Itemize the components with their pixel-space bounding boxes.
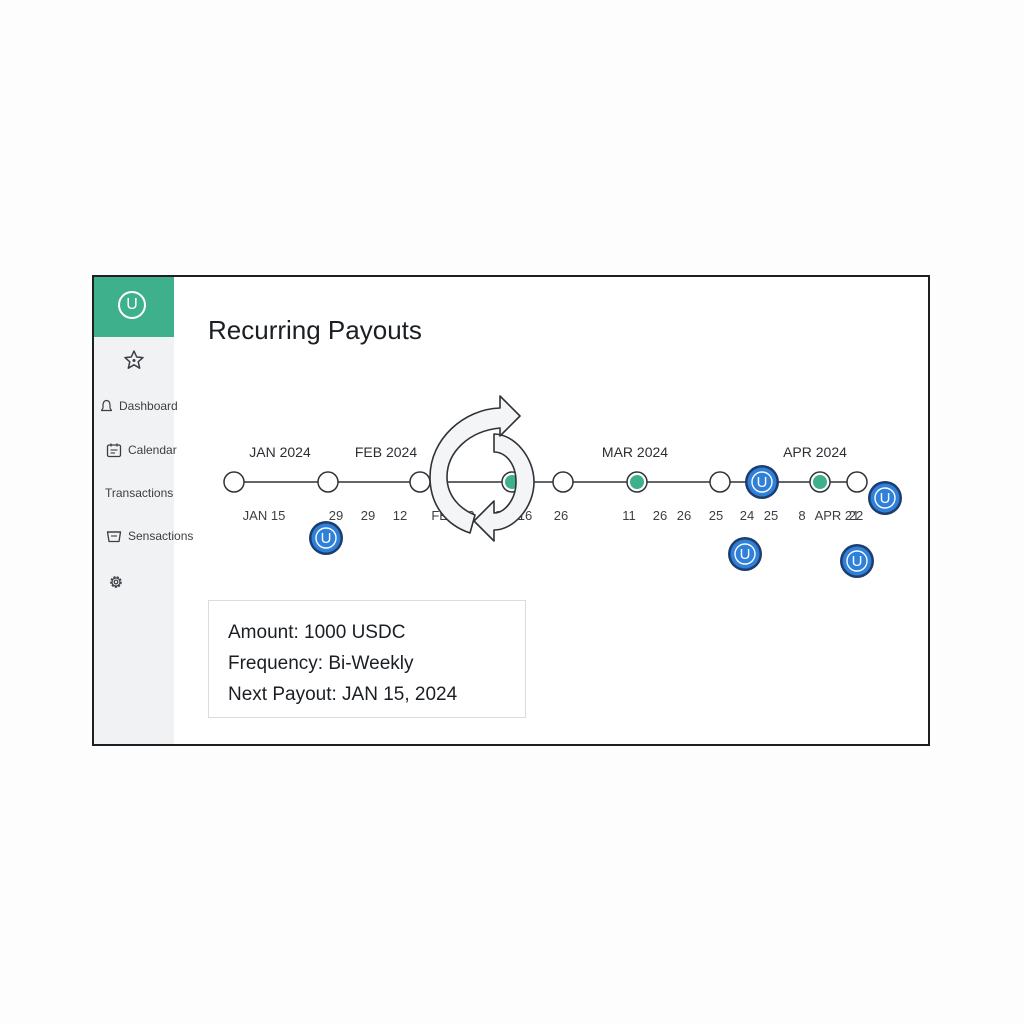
svg-text:U: U	[880, 490, 891, 507]
next-payout-text: Next Payout: JAN 15, 2024	[228, 684, 458, 705]
payout-timeline: JAN 2024 FEB 2024 MAR 2024 APR 2024 JAN 15 2…	[223, 395, 902, 578]
sidebar-item-dashboard[interactable]: Dashboard	[100, 399, 178, 413]
payout-node[interactable]	[846, 471, 868, 493]
timeline-date-label: 29	[361, 508, 375, 523]
payout-node[interactable]	[223, 471, 245, 493]
timeline-date-label: 26	[653, 508, 667, 523]
usdc-coin-icon[interactable]: U	[840, 544, 874, 578]
tray-icon	[106, 531, 122, 543]
calendar-icon	[106, 443, 122, 458]
sidebar-item-sensactions[interactable]: Sensactions	[106, 529, 193, 543]
svg-text:U: U	[757, 474, 768, 491]
usdc-coin-icon[interactable]: U	[868, 481, 902, 515]
timeline-date-label: 26	[677, 508, 691, 523]
page-title: Recurring Payouts	[208, 315, 422, 345]
sidebar: U Dashboard Calendar Tra	[94, 277, 193, 744]
recurring-arrows-icon	[429, 395, 535, 542]
timeline-month-label: FEB 2024	[355, 444, 417, 460]
payout-node-active[interactable]	[626, 471, 648, 493]
svg-text:U: U	[321, 530, 332, 547]
svg-text:U: U	[852, 553, 863, 570]
timeline-date-label: 11	[622, 508, 636, 523]
timeline-date-label: JAN 15	[243, 508, 286, 523]
timeline-month-label: JAN 2024	[249, 444, 311, 460]
logo-icon: U	[118, 291, 146, 319]
svg-text:U: U	[740, 546, 751, 563]
star-icon	[124, 350, 144, 369]
timeline-date-label: 22	[849, 508, 863, 523]
timeline-date-label: 29	[329, 508, 343, 523]
sidebar-item-settings[interactable]	[107, 573, 125, 591]
payout-node[interactable]	[409, 471, 431, 493]
usdc-coin-icon[interactable]: U	[728, 537, 762, 571]
amount-text: Amount: 1000 USDC	[228, 622, 406, 643]
sidebar-item-transactions[interactable]: Transactions	[105, 486, 173, 500]
usdc-coin-icon[interactable]: U	[745, 465, 779, 499]
sidebar-item-favorites[interactable]	[122, 349, 146, 371]
bell-icon	[100, 399, 113, 412]
timeline-date-label: 25	[709, 508, 723, 523]
frequency-text: Frequency: Bi-Weekly	[228, 653, 414, 674]
payout-node[interactable]	[317, 471, 339, 493]
payout-details-card: Amount: 1000 USDC Frequency: Bi-Weekly N…	[208, 600, 526, 718]
app-window: U Dashboard Calendar Tra	[92, 275, 930, 746]
sidebar-item-label: Transactions	[105, 486, 174, 500]
timeline-date-label: 24	[740, 508, 754, 523]
timeline-date-label: 8	[798, 508, 805, 523]
sidebar-item-label: Dashboard	[119, 399, 178, 413]
timeline-date-label: 25	[764, 508, 778, 523]
payout-node[interactable]	[709, 471, 731, 493]
gear-icon	[110, 576, 122, 588]
timeline-month-label: MAR 2024	[602, 444, 668, 460]
timeline-month-label: APR 2024	[783, 444, 847, 460]
sidebar-item-label: Sensactions	[128, 529, 194, 543]
logo-block[interactable]: U	[94, 277, 174, 337]
usdc-coin-icon[interactable]: U	[309, 521, 343, 555]
sidebar-item-label: Calendar	[128, 443, 177, 457]
timeline-date-label: 12	[393, 508, 407, 523]
timeline-date-label: APR 21	[815, 508, 860, 523]
timeline-date-label: 26	[554, 508, 568, 523]
payout-node-active[interactable]	[809, 471, 831, 493]
payout-node[interactable]	[552, 471, 574, 493]
sidebar-item-calendar[interactable]: Calendar	[106, 442, 177, 458]
